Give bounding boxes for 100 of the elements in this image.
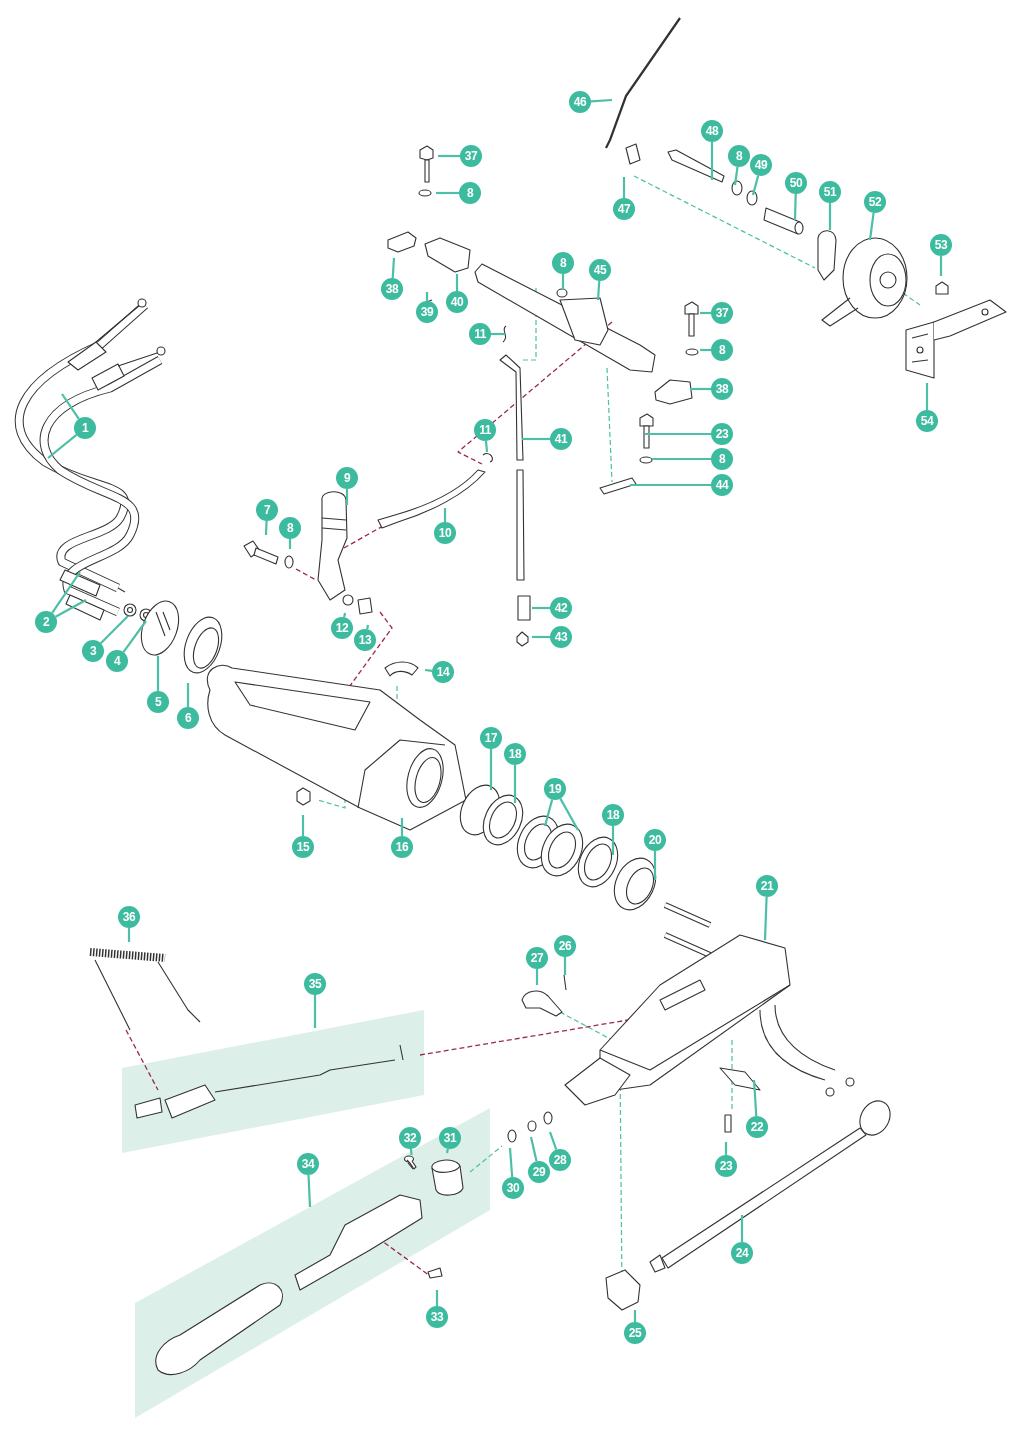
- leader-line: [561, 274, 565, 290]
- callout-number: 49: [750, 154, 772, 176]
- leader-line: [443, 508, 447, 522]
- callout-number: 14: [432, 661, 454, 683]
- callout-number: 39: [416, 301, 438, 323]
- leader-line: [751, 175, 760, 196]
- leader-line: [436, 191, 459, 195]
- callout-number: 8: [279, 517, 301, 539]
- leader-line: [532, 635, 550, 639]
- leader-line: [424, 668, 433, 672]
- callout-number: 8: [728, 145, 750, 167]
- leader-line: [724, 1142, 728, 1155]
- callout-number: 11: [474, 419, 496, 441]
- leader-line: [51, 571, 81, 614]
- leader-line: [793, 193, 797, 221]
- leader-line: [156, 656, 160, 691]
- callout-number: 1: [74, 417, 96, 439]
- callout-number: 28: [549, 1149, 571, 1171]
- callout-number: 42: [550, 597, 572, 619]
- leader-line: [690, 387, 711, 391]
- callout-number: 45: [589, 259, 611, 281]
- callout-number: 12: [331, 617, 353, 639]
- leader-line: [563, 957, 567, 975]
- leader-line: [543, 799, 554, 827]
- leader-line: [409, 1148, 413, 1156]
- leader-line: [264, 520, 268, 536]
- callout-number: 53: [930, 234, 952, 256]
- leader-line: [733, 166, 739, 186]
- callout-number: 8: [552, 252, 574, 274]
- leader-line: [484, 440, 489, 453]
- callout-number: 22: [746, 1116, 768, 1138]
- callout-number: 21: [756, 875, 778, 897]
- callout-number: 8: [459, 182, 481, 204]
- callout-number: 36: [118, 906, 140, 928]
- leader-line: [435, 1290, 439, 1306]
- leader-line: [522, 437, 550, 441]
- callout-number: 43: [550, 626, 572, 648]
- callout-number: 8: [711, 448, 733, 470]
- leader-line: [596, 280, 601, 301]
- callout-number: 11: [469, 323, 491, 345]
- leader-line: [345, 489, 349, 505]
- callout-number: 16: [391, 836, 413, 858]
- callout-number: 20: [644, 829, 666, 851]
- callout-number: 6: [177, 707, 199, 729]
- leader-line: [301, 815, 305, 836]
- leader-line: [391, 257, 396, 279]
- callout-number: 3: [82, 640, 104, 662]
- callout-number: 51: [819, 181, 841, 203]
- leader-line: [828, 203, 832, 230]
- callout-number: 52: [864, 191, 886, 213]
- leader-line: [763, 896, 768, 941]
- callout-number: 30: [502, 1177, 524, 1199]
- leader-line: [622, 177, 626, 198]
- leader-line: [925, 383, 929, 410]
- leader-line: [288, 539, 292, 549]
- leader-line: [633, 1310, 637, 1322]
- leader-line: [55, 599, 87, 618]
- leader-line: [752, 1079, 758, 1117]
- leader-line: [740, 1215, 744, 1242]
- callout-number: 19: [544, 778, 566, 800]
- callout-number: 27: [526, 947, 548, 969]
- callout-number: 38: [711, 378, 733, 400]
- leader-line: [508, 1147, 514, 1178]
- callout-number: 9: [336, 467, 358, 489]
- callout-number: 47: [613, 198, 635, 220]
- callout-number: 37: [460, 145, 482, 167]
- leader-line: [127, 928, 131, 942]
- leader-line: [455, 274, 459, 291]
- leader-line: [122, 620, 147, 653]
- callout-number: 10: [434, 522, 456, 544]
- callout-number: 37: [711, 302, 733, 324]
- leader-line: [366, 624, 370, 630]
- callout-number: 46: [569, 91, 591, 113]
- callout-number: 7: [256, 499, 278, 521]
- leader-line: [532, 606, 550, 610]
- leader-line: [645, 432, 711, 436]
- leader-line: [590, 98, 613, 103]
- callout-number: 29: [528, 1161, 550, 1183]
- callout-number: 2: [35, 611, 57, 633]
- leader-line: [307, 1174, 312, 1208]
- leader-line: [425, 292, 429, 301]
- callout-number: 44: [711, 474, 733, 496]
- leader-line: [343, 612, 347, 618]
- leader-line: [513, 765, 517, 803]
- callout-number: 5: [147, 691, 169, 713]
- leader-line: [529, 1136, 538, 1162]
- leader-line: [700, 348, 711, 352]
- leader-line: [61, 393, 80, 420]
- leader-line: [653, 851, 657, 880]
- leader-line: [438, 154, 460, 158]
- callout-number: 23: [715, 1155, 737, 1177]
- leader-line: [548, 1131, 558, 1150]
- callout-number: 25: [624, 1322, 646, 1344]
- callout-number: 48: [701, 120, 723, 142]
- callout-number: 31: [439, 1127, 461, 1149]
- leader-line: [868, 212, 875, 241]
- leader-line: [611, 826, 615, 855]
- leader-line: [535, 969, 539, 985]
- leader-line: [47, 434, 78, 459]
- callout-number: 8: [711, 339, 733, 361]
